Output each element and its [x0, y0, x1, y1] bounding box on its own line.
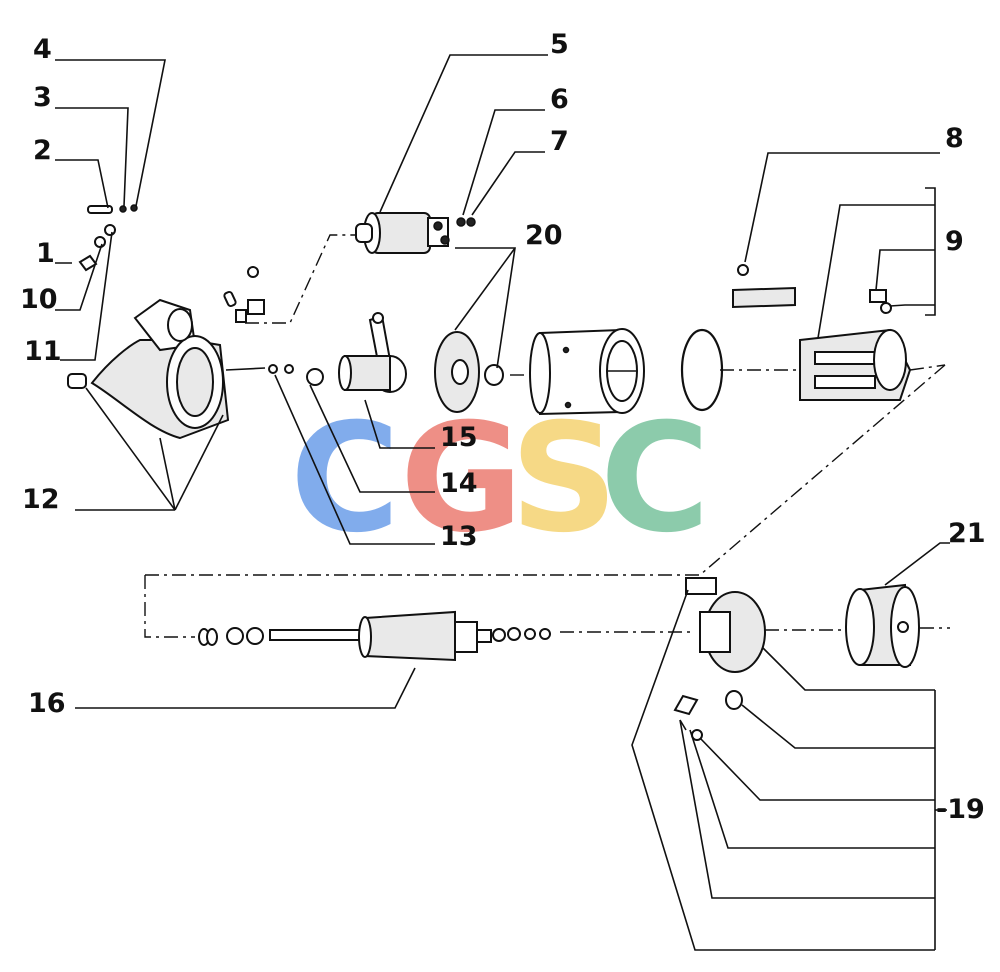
leader-lines [55, 54, 950, 951]
label-13: 13 [440, 521, 478, 552]
label-3: 3 [33, 82, 52, 113]
label-2: 2 [33, 135, 52, 166]
label-1: 1 [36, 238, 55, 269]
drive-end-housing [67, 298, 230, 440]
drive-pinion [306, 312, 407, 393]
label-4: 4 [33, 34, 52, 65]
label-19: -19 [936, 794, 985, 825]
label-6: 6 [550, 84, 569, 115]
watermark-letter-c2: C [600, 392, 710, 566]
label-15: 15 [440, 422, 478, 453]
label-20: 20 [525, 220, 563, 251]
brush-holder [732, 264, 912, 401]
label-14: 14 [440, 468, 478, 499]
label-10: 10 [20, 284, 58, 315]
label-21: 21 [948, 518, 986, 549]
watermark: C G S C [290, 392, 710, 566]
label-5: 5 [550, 29, 569, 60]
label-16: 16 [28, 688, 66, 719]
commutator-end-plate [673, 577, 766, 741]
label-11: 11 [24, 336, 62, 367]
label-7: 7 [550, 126, 569, 157]
armature [198, 610, 551, 662]
intermediate-bearing [434, 331, 504, 413]
small-bits [223, 266, 294, 374]
end-cap [845, 583, 920, 668]
label-12: 12 [22, 484, 60, 515]
part-number-labels: 4 3 2 1 10 11 12 5 6 7 8 9 20 15 14 13 2… [20, 29, 986, 825]
label-8: 8 [945, 123, 964, 154]
field-housing [529, 328, 645, 416]
watermark-letter-s: S [510, 392, 618, 566]
watermark-letter-g: G [400, 392, 523, 566]
watermark-letter-c1: C [290, 392, 400, 566]
solenoid [355, 212, 476, 254]
label-9: 9 [945, 226, 964, 257]
